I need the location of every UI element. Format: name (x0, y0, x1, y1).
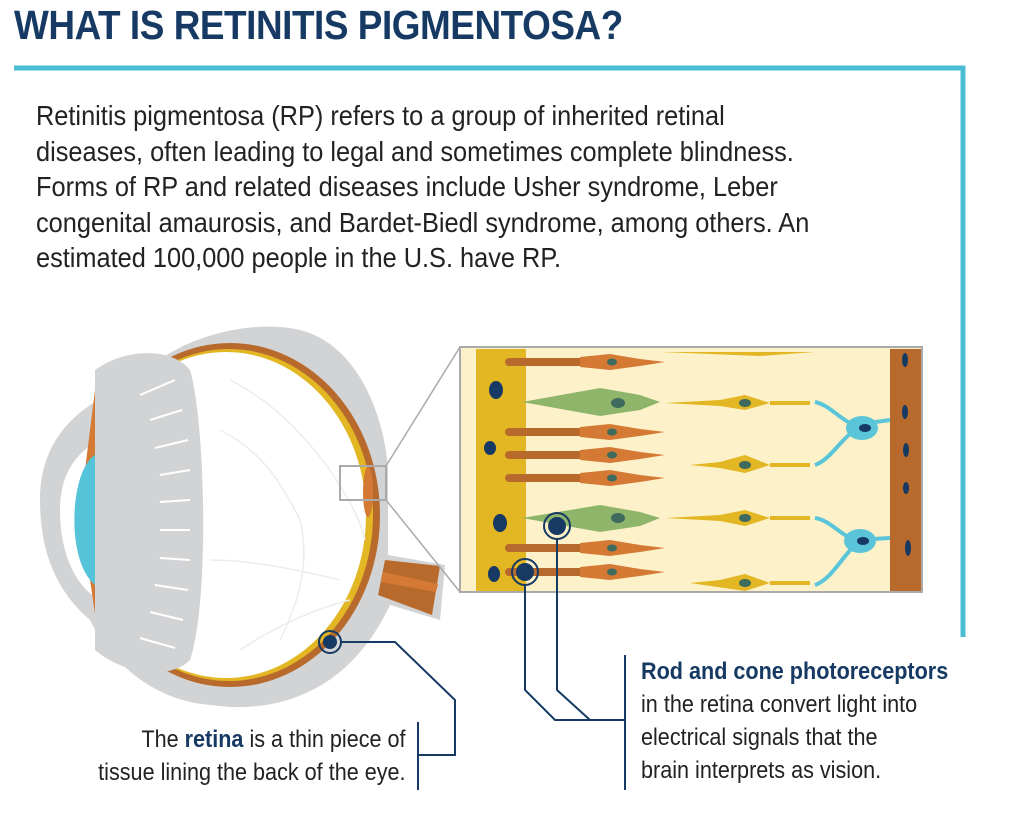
caption-text: is a thin piece of (243, 726, 406, 753)
photoreceptor-callout (511, 512, 626, 790)
rod-nucleus (607, 451, 617, 459)
rod-cell-body (580, 540, 665, 556)
intro-line: Forms of RP and related diseases include… (36, 171, 778, 202)
intro-line: diseases, often leading to legal and som… (36, 135, 794, 167)
rod-outer-segment (505, 544, 585, 552)
rod-nucleus (607, 568, 617, 576)
caption-text: electrical signals that the (641, 724, 878, 751)
rod-cell-body (580, 354, 665, 370)
zoom-region-box (339, 465, 387, 501)
retina-caption: The retina is a thin piece of tissue lin… (99, 723, 406, 789)
intro-line: estimated 100,000 people in the U.S. hav… (36, 242, 561, 273)
intro-line: congenital amaurosis, and Bardet-Biedl s… (36, 206, 810, 238)
rod-nucleus (607, 358, 617, 366)
intro-line: Retinitis pigmentosa (RP) refers to a gr… (36, 100, 725, 131)
rod-nucleus (607, 428, 617, 436)
rod-cell-body (580, 564, 665, 580)
retina-term: retina (185, 726, 244, 753)
caption-text: The (141, 726, 186, 753)
rod-cell-body (580, 470, 665, 486)
rod-outer-segment (505, 451, 585, 459)
page-title: WHAT IS RETINITIS PIGMENTOSA? (14, 2, 623, 48)
rod-cells (505, 354, 665, 580)
eye-diagram (40, 326, 461, 708)
rod-nucleus (607, 544, 617, 552)
photoreceptor-heading: Rod and cone photoreceptors (641, 658, 949, 685)
cornea-lens-icon (74, 455, 95, 585)
rod-nucleus (607, 474, 617, 482)
retina-detail-panel (459, 346, 923, 593)
frame-line (14, 65, 966, 637)
rod-outer-segment (505, 358, 585, 366)
intro-paragraph: Retinitis pigmentosa (RP) refers to a gr… (36, 98, 809, 276)
photoreceptor-caption: Rod and cone photoreceptors in the retin… (641, 655, 948, 787)
caption-text: in the retina convert light into (641, 691, 918, 718)
caption-text: brain interprets as vision. (641, 757, 882, 784)
retina-callout (318, 630, 456, 790)
rod-cell-body (580, 424, 665, 440)
caption-text: tissue lining the back of the eye. (98, 759, 406, 786)
rod-cell-body (580, 447, 665, 463)
rod-outer-segment (505, 474, 585, 482)
rod-outer-segment (505, 428, 585, 436)
